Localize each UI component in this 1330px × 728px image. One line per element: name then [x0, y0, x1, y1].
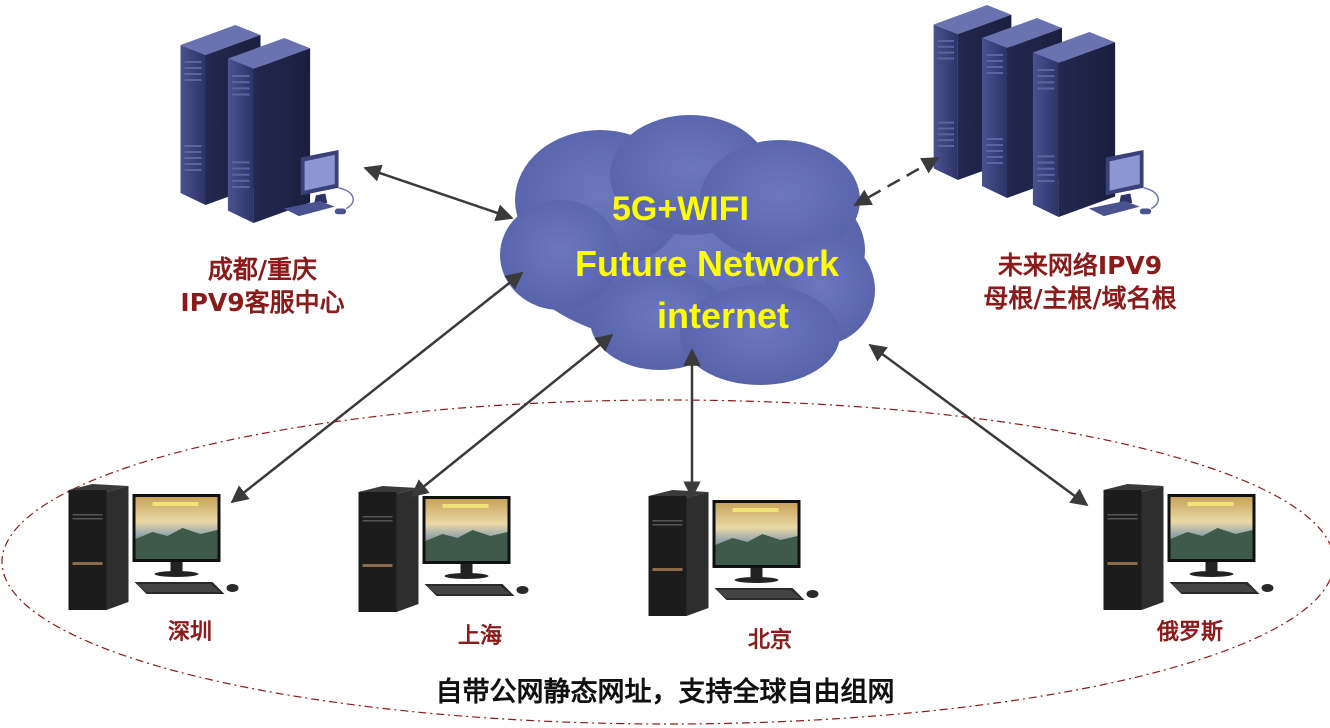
city-label-beijing: 北京 — [747, 628, 792, 653]
client-pc-shenzhen-icon — [68, 484, 239, 610]
city-label-shenzhen: 深圳 — [167, 620, 212, 645]
arrow-left-server-cloud — [363, 164, 514, 222]
city-label-shanghai: 上海 — [457, 624, 502, 649]
arrow-russia-cloud — [868, 343, 1089, 507]
left-server-label-line1: 成都/重庆 — [207, 255, 318, 284]
right-server-label: 未来网络IPV9 母根/主根/域名根 — [935, 249, 1225, 315]
right-server-label-line2: 母根/主根/域名根 — [983, 284, 1177, 313]
city-label-russia: 俄罗斯 — [1156, 620, 1223, 645]
cloud-label-5g-wifi: 5G+WIFI — [612, 190, 749, 228]
left-server-label: 成都/重庆 IPV9客服中心 — [150, 253, 375, 319]
left-server-cluster-icon — [180, 25, 354, 223]
internet-cloud — [500, 115, 875, 385]
client-pc-shanghai-icon — [358, 486, 529, 612]
arrow-shenzhen-cloud — [230, 271, 524, 504]
arrow-shanghai-cloud — [410, 333, 614, 498]
client-group-ellipse — [1, 399, 1330, 725]
client-pc-beijing-icon — [648, 490, 819, 616]
left-server-label-line2: IPV9客服中心 — [180, 288, 345, 317]
footer-caption: 自带公网静态网址，支持全球自由组网 — [435, 677, 895, 708]
arrow-right-server-cloud — [853, 156, 940, 207]
right-server-label-line1: 未来网络IPV9 — [997, 251, 1163, 280]
cloud-label-future-network: Future Network — [575, 243, 840, 284]
client-pc-russia-icon — [1103, 484, 1274, 610]
right-server-cluster-icon — [933, 5, 1159, 217]
cloud-label-internet: internet — [657, 295, 790, 336]
